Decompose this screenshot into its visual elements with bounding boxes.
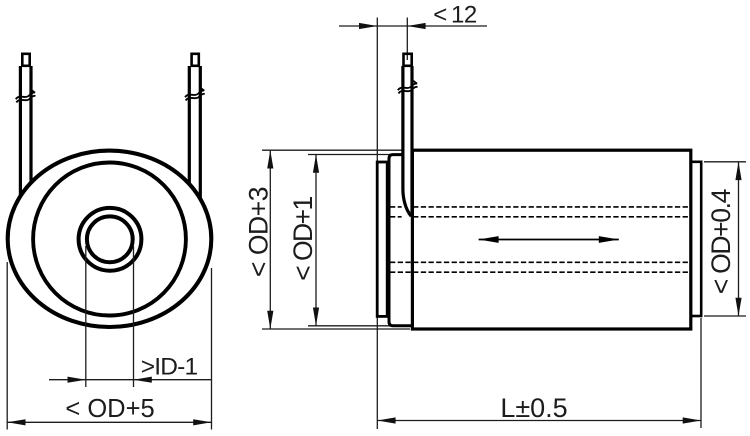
svg-text:< OD+3: < OD+3: [244, 187, 274, 277]
svg-text:L±0.5: L±0.5: [500, 393, 567, 423]
svg-text:>ID-1: >ID-1: [141, 354, 198, 381]
svg-text:< OD+5: < OD+5: [65, 395, 154, 423]
svg-text:< OD+1: < OD+1: [288, 196, 318, 280]
svg-text:< 12: < 12: [433, 2, 477, 29]
svg-text:< OD+0.4: < OD+0.4: [706, 189, 736, 294]
